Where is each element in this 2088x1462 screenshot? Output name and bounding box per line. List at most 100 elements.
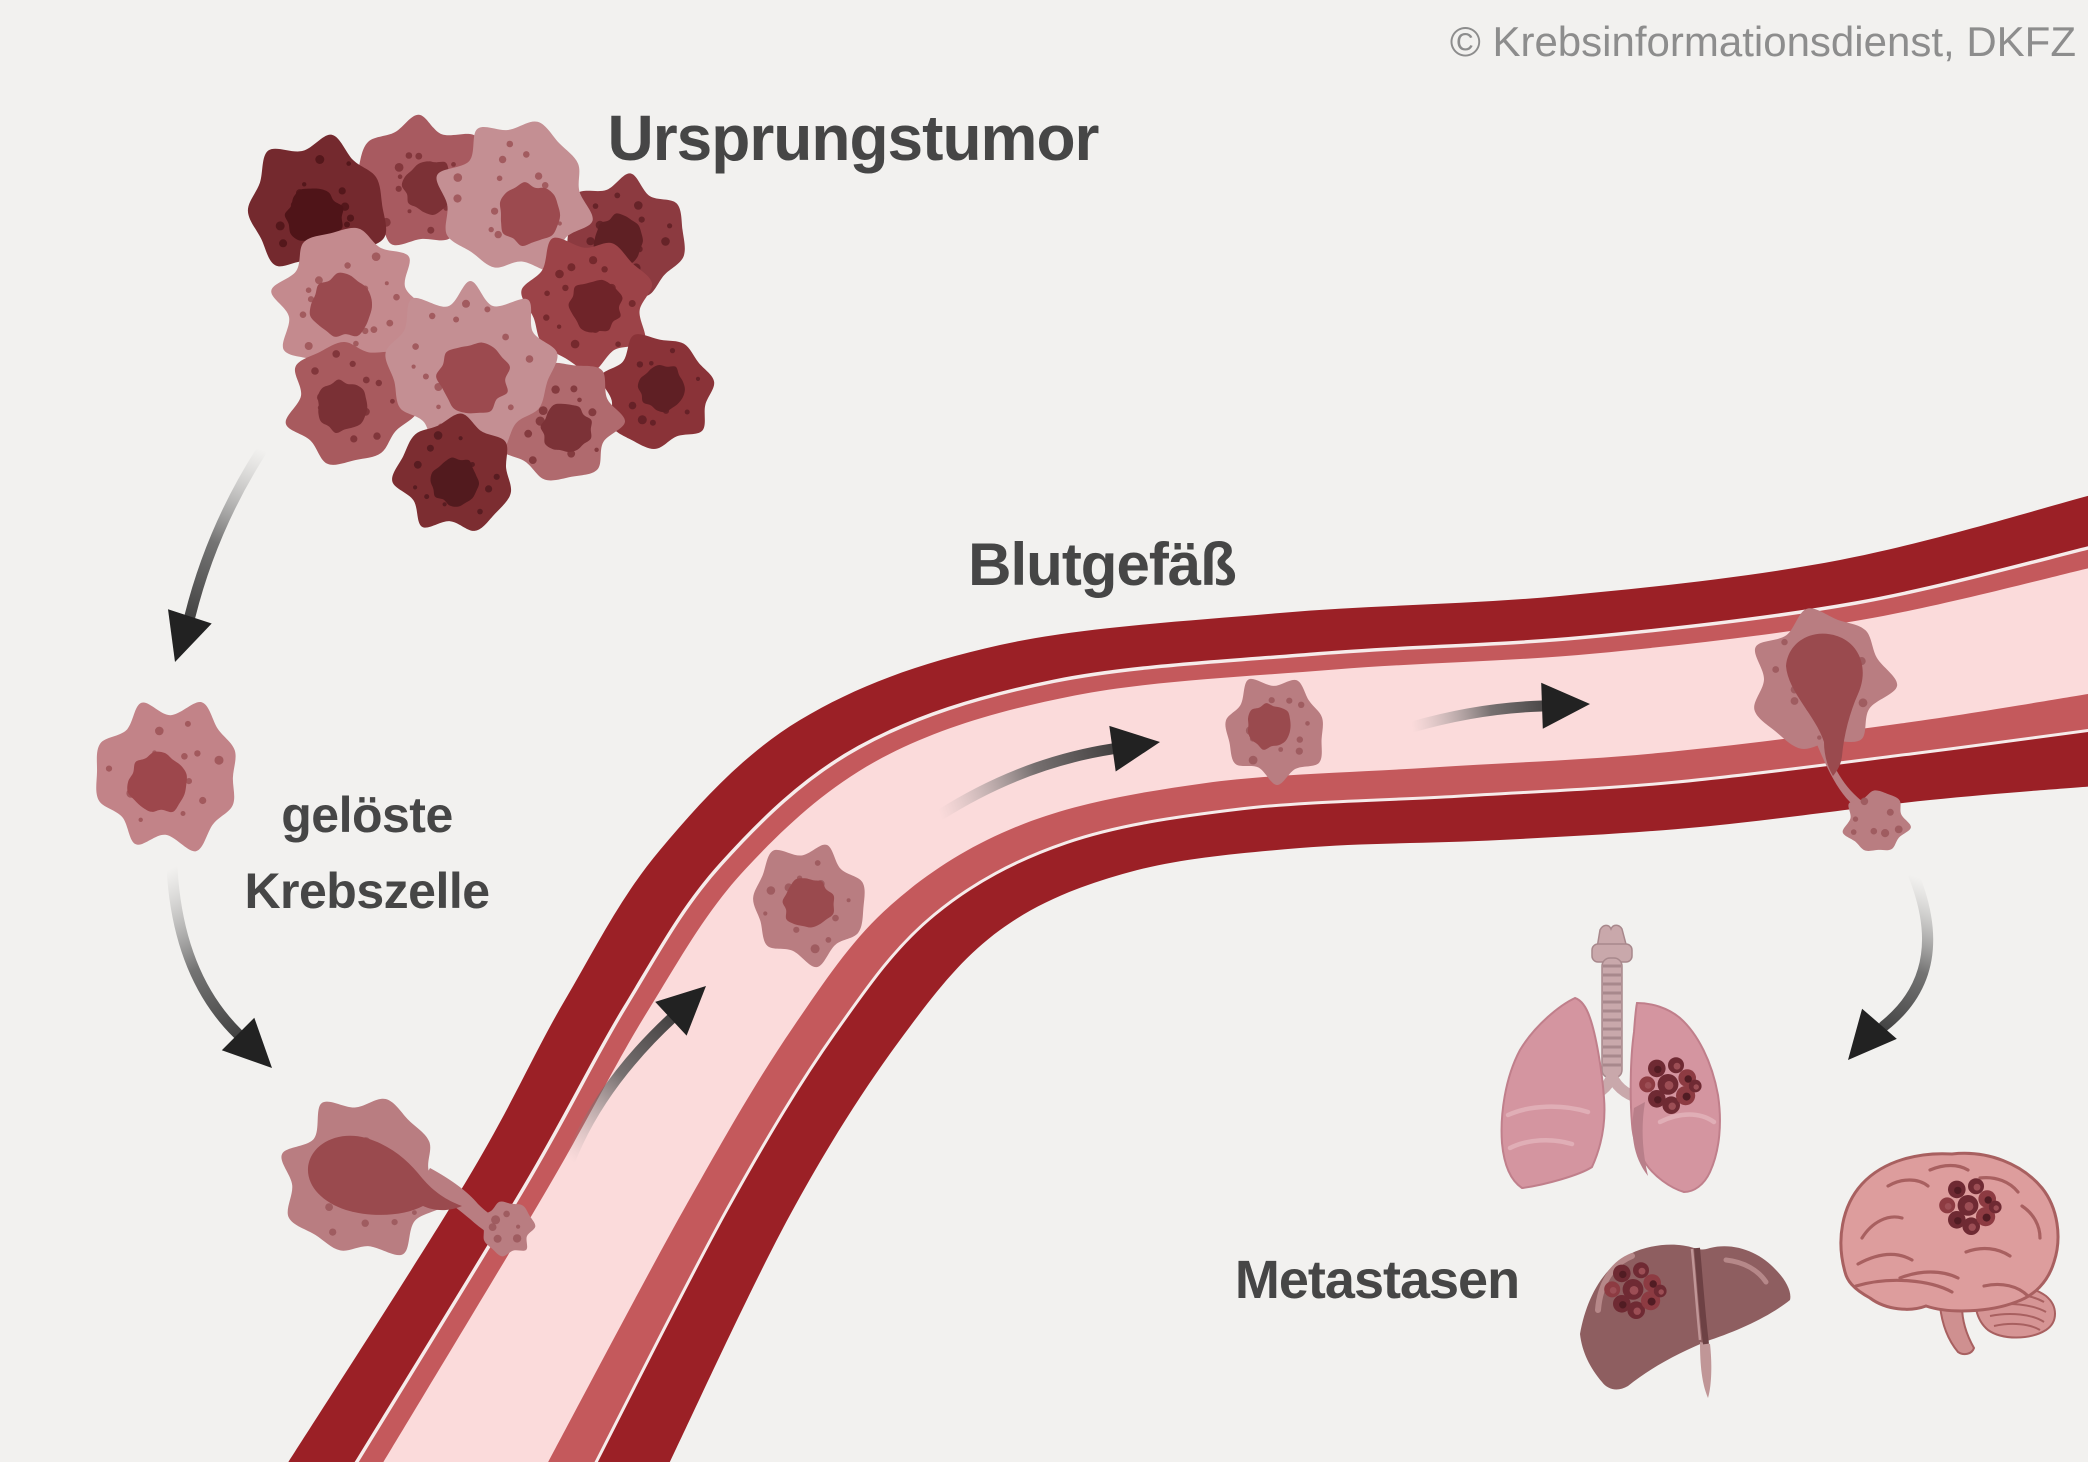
cell-speckle — [506, 140, 514, 148]
cell-speckle — [386, 319, 394, 327]
cell-nucleus — [782, 878, 835, 928]
cell-nucleus — [637, 364, 685, 413]
cell-speckle — [304, 342, 313, 350]
cell-speckle — [491, 1215, 501, 1225]
cell-speckle — [538, 406, 548, 415]
cancer-cell — [271, 227, 429, 372]
cell-speckle — [766, 886, 776, 895]
cancer-cell — [392, 413, 512, 531]
cell-speckle — [429, 312, 436, 320]
detached-cell-label-line2: Krebszelle — [244, 863, 489, 919]
brain-gyrus — [1860, 1215, 1904, 1240]
lung-fissure — [1505, 1104, 1591, 1118]
cell-speckle — [667, 223, 673, 229]
cell-nucleus — [499, 182, 561, 247]
liver-ligament-highlight — [1690, 1248, 1702, 1341]
cell-speckle — [543, 314, 550, 321]
cell-speckle — [412, 343, 419, 350]
cell-speckle — [763, 911, 768, 916]
cell-speckle — [577, 397, 582, 403]
liver-illustration — [1580, 1244, 1791, 1398]
metastasis-nodule-core — [1968, 1223, 1976, 1231]
vessel-wall-seam-bottom — [594, 729, 2088, 1462]
cell-speckle — [305, 287, 312, 294]
cell-speckle — [512, 1234, 522, 1243]
arrow-shaft — [564, 1012, 678, 1166]
cell-speckle — [528, 456, 537, 464]
cell-nucleus — [568, 279, 623, 333]
metastasis-nodule-core — [1658, 1289, 1664, 1295]
cell-speckle — [541, 182, 549, 189]
cell-speckle — [181, 753, 188, 760]
arrow-head — [1848, 1008, 1897, 1060]
metastasis-nodule-core — [1649, 1280, 1657, 1288]
cell-speckle — [570, 385, 578, 393]
cell-speckle — [628, 300, 636, 307]
cancer-cell — [480, 1201, 536, 1257]
metastasis-nodule-core — [1619, 1270, 1627, 1279]
cell-speckle — [494, 230, 502, 239]
cell-speckle — [1894, 825, 1903, 834]
cell-speckle — [477, 508, 483, 515]
cell-speckle — [589, 256, 598, 265]
cell-speckle — [413, 460, 422, 469]
cell-speckle — [669, 348, 676, 354]
cell-speckle — [299, 311, 307, 319]
cell-nucleus — [436, 342, 510, 414]
arrow-head — [168, 609, 212, 662]
cell-speckle — [424, 494, 430, 500]
brain-gyrus — [1982, 1282, 2030, 1298]
cell-speckle — [484, 306, 491, 313]
cell-speckle — [649, 361, 654, 366]
extravasating-cell — [1754, 608, 1911, 851]
arrow-flow-1 — [564, 986, 706, 1166]
cell-speckle — [1278, 747, 1284, 752]
metastasis-nodule-core — [1982, 1213, 1991, 1222]
vessel-wall-seam-top — [354, 546, 2088, 1462]
cell-speckle — [371, 252, 381, 261]
cell-speckle — [375, 379, 382, 387]
metastasis-cluster — [1939, 1178, 2002, 1235]
metastasis-nodule-core — [1682, 1092, 1691, 1101]
vessel-inner-wall — [356, 548, 2088, 1462]
lung-cardiac-notch — [1632, 1102, 1648, 1176]
brain-illustration — [1839, 1151, 2060, 1356]
cell-speckle — [315, 155, 325, 164]
cancer-cell — [1842, 790, 1911, 851]
cell-speckle — [349, 360, 356, 367]
detached-cell-label-line1: gelöste — [281, 787, 453, 843]
cell-speckle — [491, 207, 499, 215]
cancer-cell — [285, 341, 418, 465]
cancer-cell — [385, 281, 558, 456]
cell-nucleus — [1247, 703, 1291, 750]
cell-speckle — [570, 339, 580, 349]
brain-gyrus — [1928, 1163, 1970, 1172]
metastasis-cluster — [1639, 1057, 1702, 1114]
cell-speckle — [453, 194, 462, 203]
cell-speckle — [453, 173, 463, 182]
cell-speckle — [524, 429, 533, 438]
cell-speckle — [427, 226, 435, 234]
cell-speckle — [503, 1210, 510, 1218]
cell-speckle — [557, 221, 562, 226]
cell-speckle — [332, 350, 341, 358]
brain-gyrus — [1886, 1178, 1930, 1188]
metastasis-nodule-core — [1984, 1196, 1992, 1204]
cancer-cell — [436, 121, 593, 272]
cell-speckle — [426, 444, 434, 452]
cell-speckle — [344, 221, 350, 228]
cell-speckle — [180, 811, 186, 816]
cell-speckle — [695, 376, 701, 381]
metastasis-nodule-core — [1673, 1062, 1681, 1070]
cell-speckle — [353, 340, 359, 347]
cell-body — [1842, 790, 1911, 851]
cell-nucleus — [540, 403, 592, 452]
cell-speckle — [370, 326, 378, 333]
cell-speckle — [451, 162, 456, 167]
cell-speckle — [544, 290, 550, 297]
cell-speckle — [411, 364, 416, 369]
cell-speckle — [384, 281, 389, 286]
cell-speckle — [346, 161, 352, 166]
cell-speckle — [634, 201, 643, 210]
metastasis-nodule-core — [1609, 1287, 1617, 1294]
